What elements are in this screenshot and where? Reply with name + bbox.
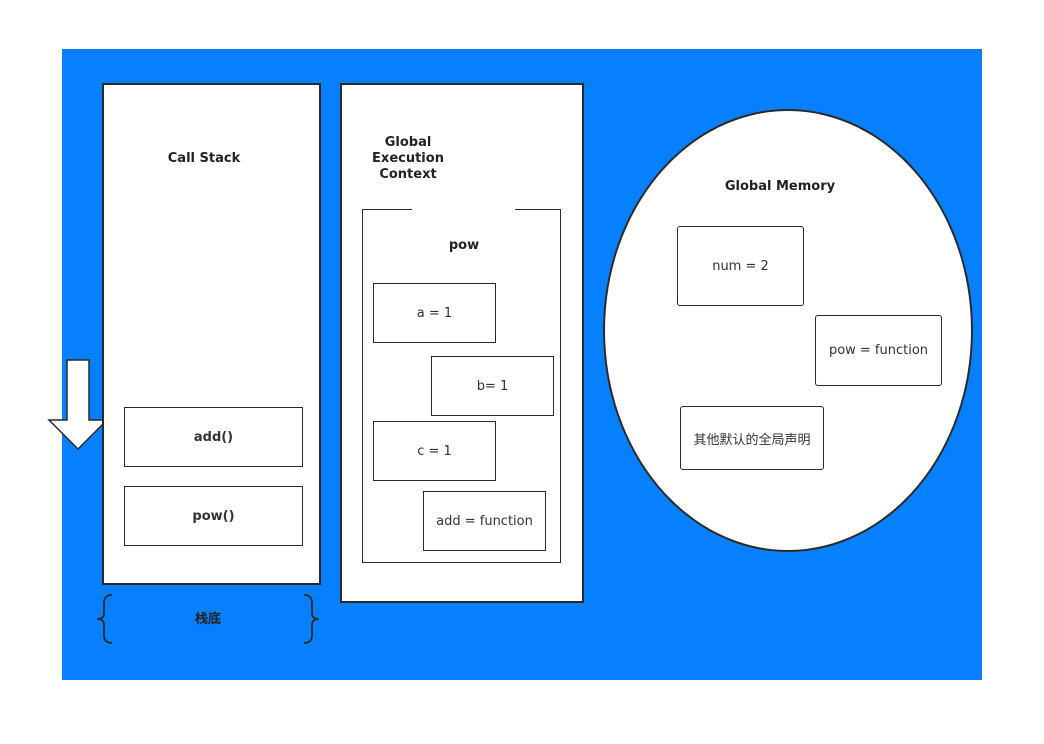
- down-arrow-icon: [47, 359, 109, 451]
- variable-b: b= 1: [431, 356, 554, 416]
- variable-c: c = 1: [373, 421, 496, 481]
- stack-frame-add: add(): [124, 407, 303, 467]
- memory-pow: pow = function: [815, 315, 942, 386]
- pow-context-title: pow: [448, 238, 480, 253]
- variable-a: a = 1: [373, 283, 496, 343]
- right-brace-icon: [303, 594, 320, 644]
- memory-defaults: 其他默认的全局声明: [680, 406, 824, 470]
- pow-context-gap: [412, 208, 515, 212]
- variable-add: add = function: [423, 491, 546, 551]
- memory-num: num = 2: [677, 226, 804, 306]
- global-memory-title: Global Memory: [724, 179, 836, 194]
- left-brace-icon: [96, 594, 113, 644]
- stack-frame-pow: pow(): [124, 486, 303, 546]
- execution-context-title: Global Execution Context: [372, 135, 444, 182]
- call-stack-title: Call Stack: [167, 151, 241, 166]
- stack-bottom-label: 栈底: [194, 612, 221, 627]
